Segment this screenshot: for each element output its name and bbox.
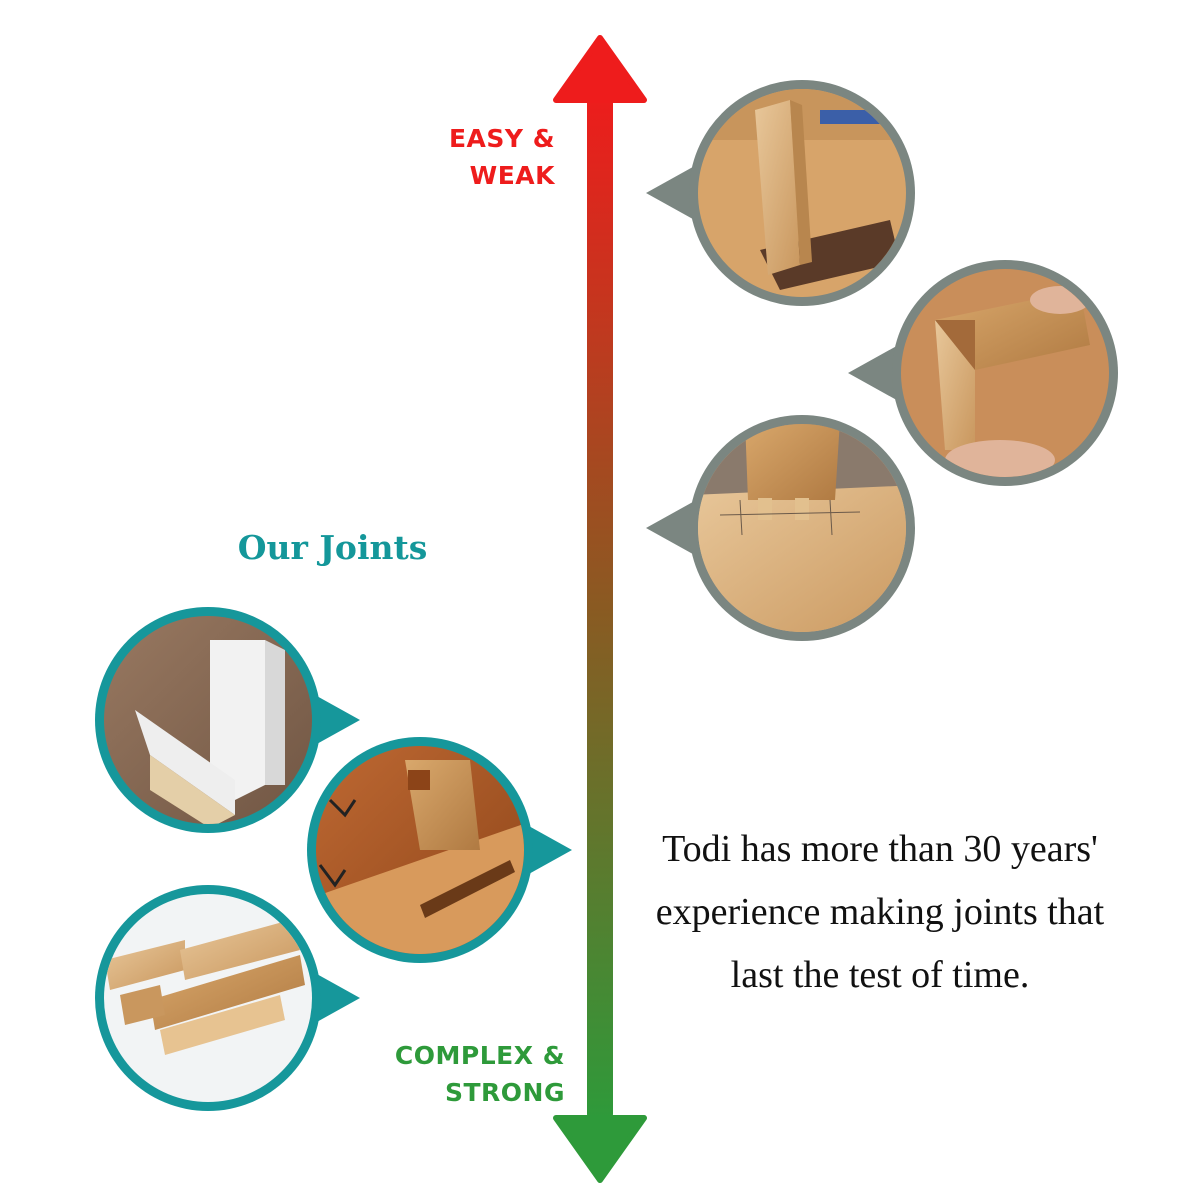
easy-weak-label-line1: EASY & xyxy=(448,124,555,153)
rabbet-joint-photo xyxy=(95,607,360,833)
dowel-joint-photo xyxy=(646,415,915,641)
strength-scale-arrow xyxy=(553,35,647,1183)
easy-weak-label-line2: WEAK xyxy=(469,161,555,190)
tagline-line1: Todi has more than 30 years' xyxy=(662,828,1098,870)
easy-weak-label: EASY & WEAK xyxy=(380,120,555,194)
tagline-line3: last the test of time. xyxy=(730,954,1030,996)
arrow-down-icon xyxy=(553,1115,647,1183)
complex-strong-label: COMPLEX & STRONG xyxy=(300,1037,565,1111)
arrow-up-icon xyxy=(553,35,647,103)
our-joints-heading: Our Joints xyxy=(237,528,428,567)
miter-joint-photo xyxy=(848,260,1118,486)
finger-joint-photo xyxy=(95,885,360,1111)
experience-tagline: Todi has more than 30 years' experience … xyxy=(630,818,1130,1007)
complex-strong-label-line2: STRONG xyxy=(444,1078,565,1107)
butt-joint-photo xyxy=(646,80,915,306)
complex-strong-label-line1: COMPLEX & xyxy=(394,1041,565,1070)
tagline-line2: experience making joints that xyxy=(655,891,1105,933)
dovetail-dado-joint-photo xyxy=(307,737,572,963)
